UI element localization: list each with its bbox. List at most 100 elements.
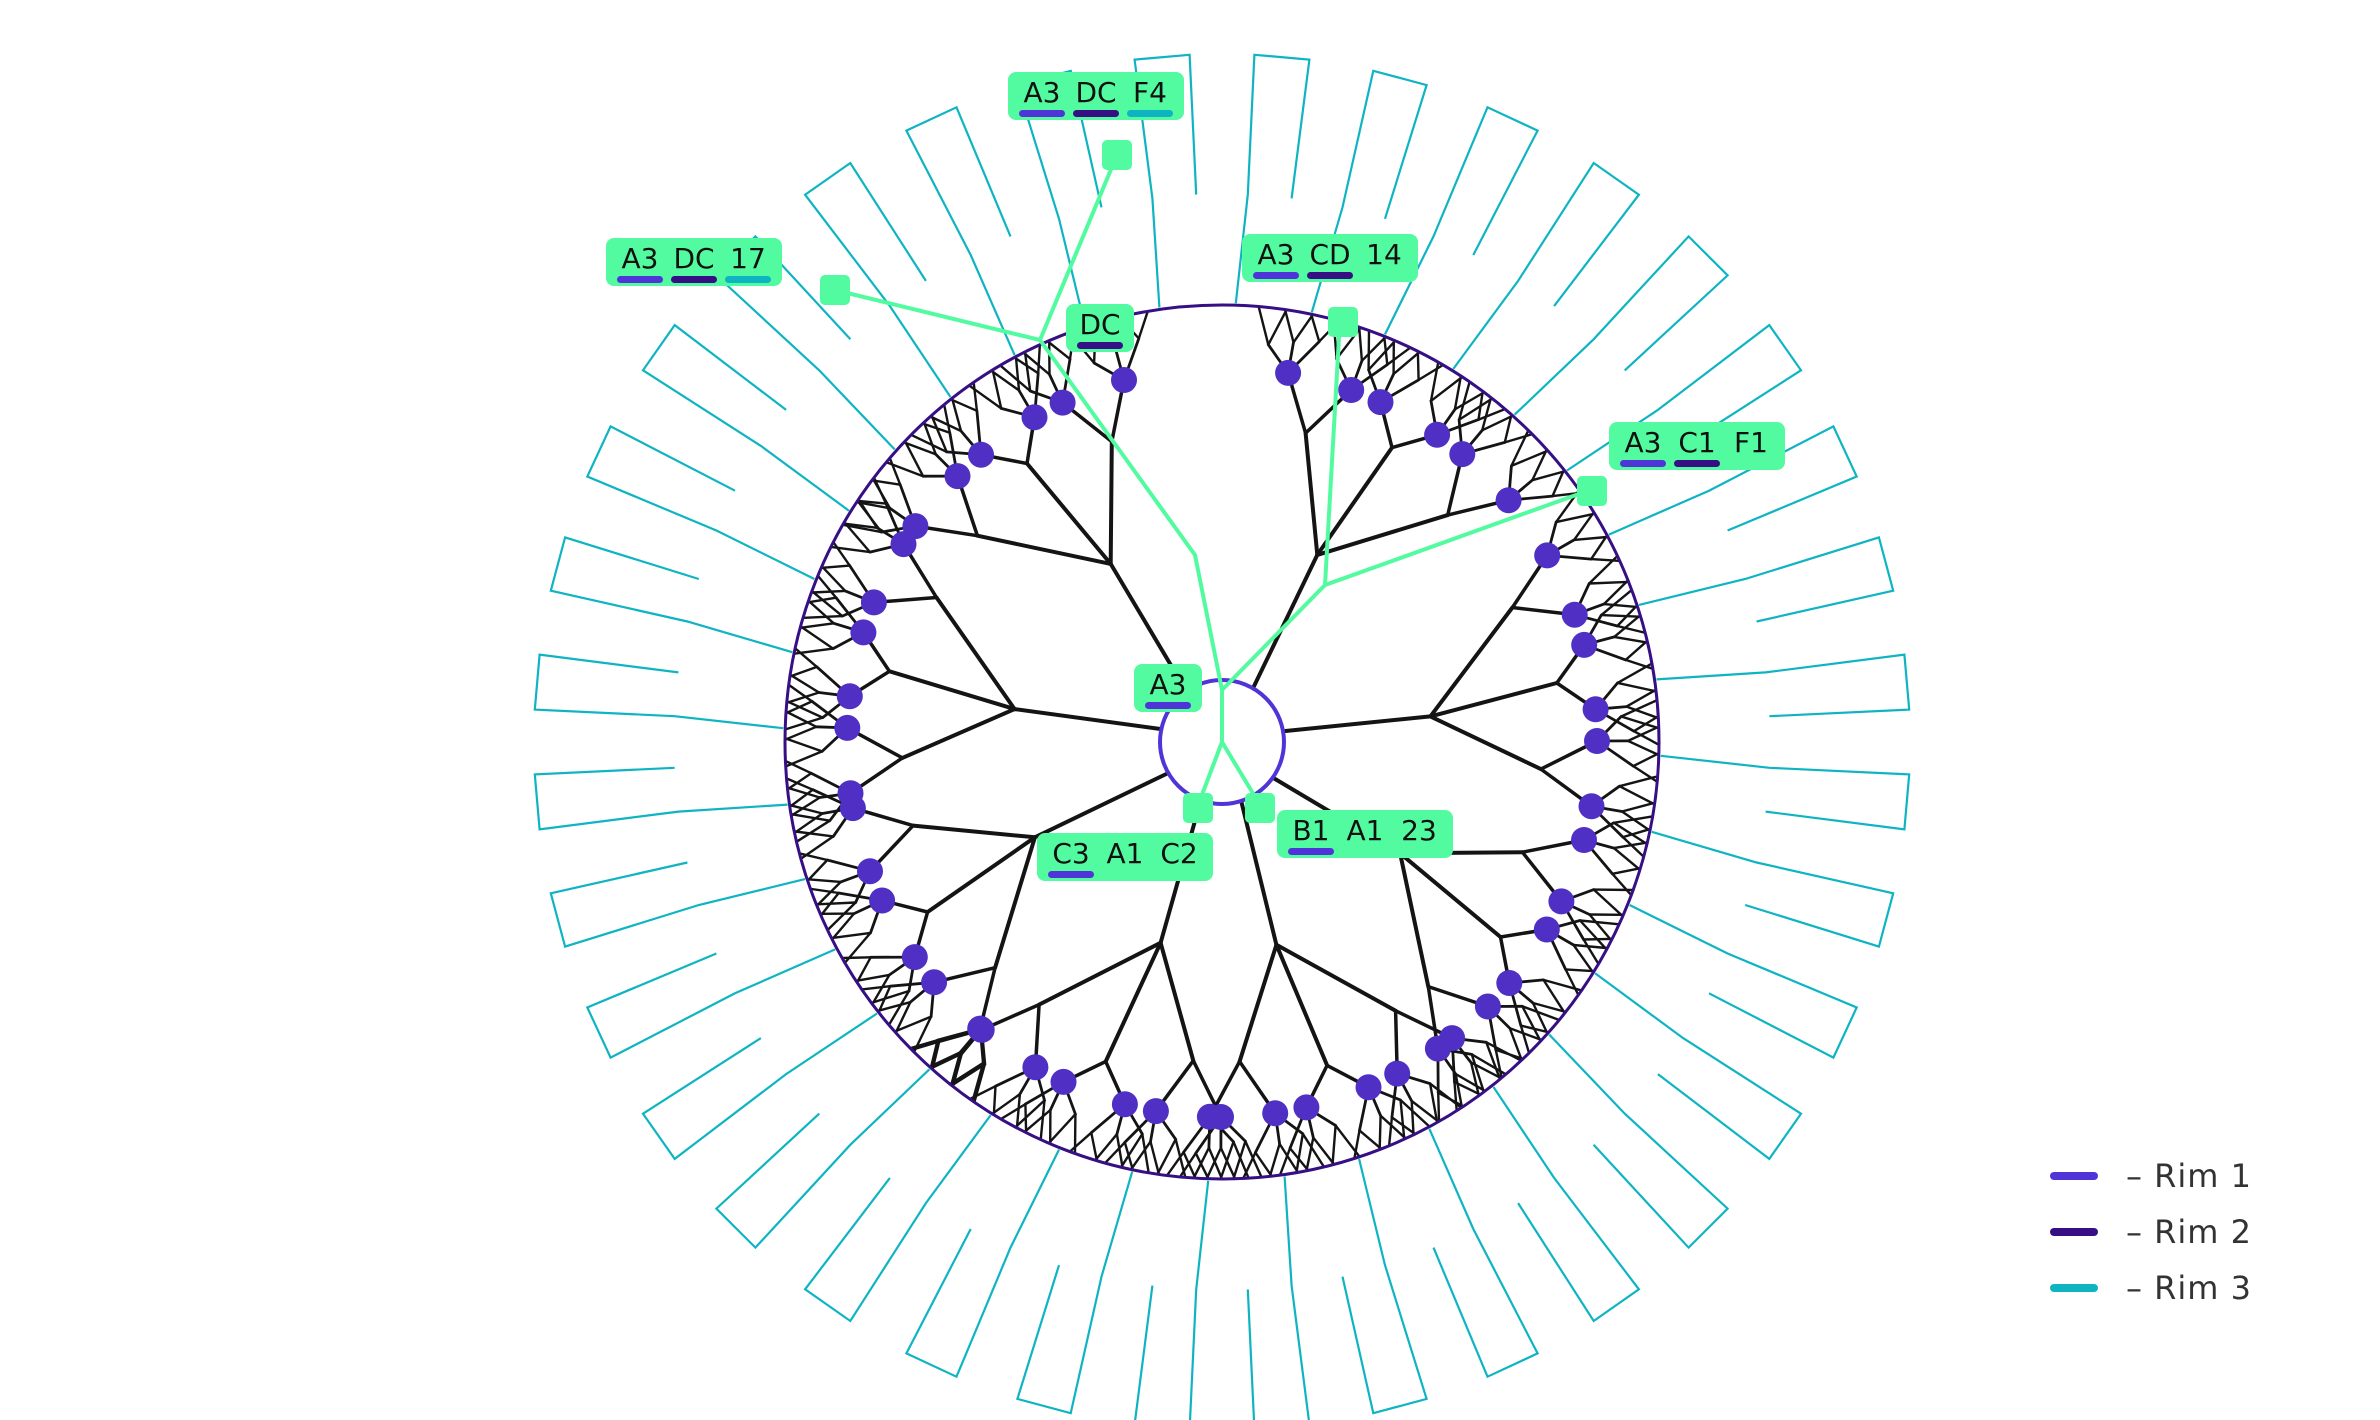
tree-branch: [1239, 799, 1279, 947]
tree-branch: [821, 564, 851, 569]
tree-branch: [1503, 414, 1513, 444]
tree-branch: [950, 1051, 962, 1086]
tree-branch: [787, 786, 821, 799]
tree-branch: [1025, 461, 1113, 566]
tree-node-dot: [921, 969, 948, 996]
highlighted-path: [834, 288, 1224, 691]
tree-branch: [1360, 336, 1387, 362]
rim-3-segment: [1341, 1158, 1428, 1415]
tree-branch: [1554, 512, 1595, 524]
tree-node-dot: [1111, 1091, 1138, 1118]
rim-3-segment: [1016, 1171, 1134, 1415]
tree-branch: [811, 589, 847, 594]
tree-branch: [1251, 552, 1320, 691]
tree-node-dot: [1474, 993, 1501, 1020]
tree-branch: [1279, 1147, 1292, 1176]
tree-branch: [1242, 1151, 1257, 1179]
label-token: B1: [1292, 814, 1329, 847]
label-token: C1: [1678, 426, 1715, 459]
tree-branch: [1621, 835, 1645, 858]
tree-branch: [1592, 888, 1624, 917]
tree-branch: [1454, 1072, 1463, 1108]
rim-3-segment: [1234, 53, 1311, 304]
highlighted-path: [1324, 488, 1591, 587]
tree-node-dot: [1021, 404, 1048, 431]
label-token: A3: [622, 242, 659, 275]
rim-3-segment: [585, 424, 815, 580]
tree-branch: [1503, 433, 1533, 444]
tree-branch: [1281, 714, 1433, 734]
label-a3-center: A3: [1134, 664, 1202, 712]
tree-node-dot: [1111, 367, 1137, 393]
tree-branch: [786, 691, 821, 704]
tree-branch: [1156, 1138, 1177, 1175]
tree-branch: [872, 478, 892, 510]
tree-branch: [1014, 356, 1021, 392]
tree-branch: [1305, 1136, 1315, 1171]
tree-node-dot: [836, 683, 863, 710]
tree-branch: [1470, 1053, 1485, 1093]
tree-branch: [1037, 940, 1163, 1007]
tree-branch: [789, 804, 824, 815]
tree-node-dot: [1275, 359, 1302, 386]
tree-branch: [1531, 449, 1548, 482]
tree-node-dot: [860, 589, 887, 616]
tree-node-dot: [1208, 1104, 1234, 1130]
tree-branch: [1626, 739, 1660, 756]
tree-branch: [1521, 1005, 1560, 1021]
legend-item-rim-3: – Rim 3: [2050, 1260, 2252, 1316]
tree-branch: [877, 1001, 912, 1012]
label-token: DC: [1079, 308, 1120, 341]
tree-branch: [911, 823, 1037, 840]
rim-3-segment: [1492, 1086, 1641, 1323]
tree-branch: [1158, 940, 1196, 1063]
tree-branch: [903, 441, 937, 456]
tree-node-dot: [1496, 970, 1523, 996]
tree-branch: [925, 835, 1037, 914]
tree-branch: [1436, 1091, 1441, 1122]
rim-3-segment: [1660, 754, 1911, 831]
tree-branch: [1602, 602, 1638, 609]
legend-label: – Rim 3: [2126, 1269, 2252, 1307]
tree-node-dot: [1293, 1094, 1320, 1121]
rim-indicator-bar: [1253, 272, 1299, 279]
rim-3-segment: [533, 766, 788, 831]
label-token: 17: [730, 242, 766, 275]
tree-node-dot: [1022, 1054, 1049, 1081]
tree-branch: [1303, 431, 1320, 557]
tree-branch: [992, 1084, 997, 1115]
label-token: A1: [1347, 814, 1384, 847]
tree-branch: [1572, 943, 1594, 973]
tree-branch: [888, 989, 911, 1026]
tree-branch: [1469, 1061, 1502, 1079]
tree-branch: [1519, 1024, 1530, 1054]
legend-swatch: [2050, 1228, 2098, 1236]
tree-branch: [1619, 715, 1660, 730]
tree-branch: [785, 716, 824, 731]
tree-branch: [951, 1062, 987, 1087]
tree-branch: [789, 665, 819, 678]
tree-branch: [1358, 327, 1364, 362]
tree-branch: [1047, 340, 1072, 361]
tree-branch: [1023, 352, 1051, 376]
tree-branch: [1012, 707, 1164, 732]
tree-node-dot: [1495, 487, 1522, 514]
tree-node-dot: [1571, 827, 1597, 853]
tree-branch: [1589, 535, 1608, 561]
rim-3-segment: [803, 161, 952, 398]
rim-2-circle: [783, 303, 1661, 1181]
tree-branch: [1398, 851, 1431, 989]
highlighted-path: [1038, 154, 1119, 341]
tree-branch: [1624, 640, 1648, 662]
tree-branch: [1120, 1132, 1144, 1168]
endpoint-marker: [1328, 307, 1358, 337]
tree-branch: [1612, 635, 1648, 644]
tree-branch: [842, 956, 872, 960]
tree-branch: [1268, 1142, 1281, 1177]
tree-node-dot: [901, 944, 928, 971]
tree-node-dot: [1561, 601, 1588, 628]
label-token: A1: [1107, 837, 1144, 870]
legend-label: – Rim 1: [2126, 1157, 2252, 1195]
tree-branch: [1480, 397, 1492, 432]
tree-branch: [861, 985, 892, 991]
